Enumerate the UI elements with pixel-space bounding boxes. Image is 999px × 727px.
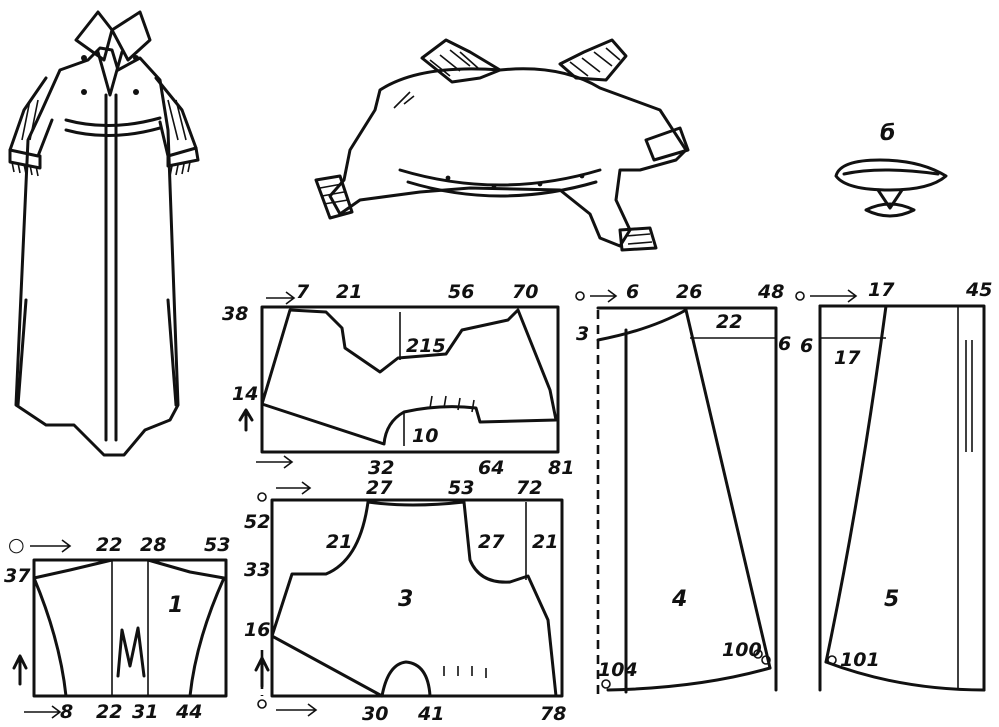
p2-top-7: 7 [296, 281, 310, 303]
p3-bottom-30: 30 [362, 703, 388, 725]
p3-inner-21a: 21 [326, 531, 352, 553]
pattern-piece-3: 27 53 72 52 33 16 21 27 21 3 30 41 78 [244, 477, 566, 725]
p1-top-28: 28 [140, 534, 166, 556]
dress-illustration [8, 10, 200, 457]
p2-bottom-32: 32 [368, 457, 394, 479]
p2-left-38: 38 [222, 303, 248, 325]
p1-top-22: 22 [96, 534, 122, 556]
p3-inner-27b: 27 [478, 531, 505, 553]
pattern-piece-4: 6 26 48 3 6 22 4 104 100 [575, 281, 791, 694]
p4-top-26: 26 [676, 281, 702, 303]
p2-inner-10: 10 [412, 425, 438, 447]
p3-bottom-78: 78 [540, 703, 566, 725]
p4-top-48: 48 [757, 281, 784, 303]
p4-top-6: 6 [626, 281, 639, 303]
brooch-detail: б [834, 121, 948, 218]
p1-bottom-8: 8 [60, 701, 73, 723]
p3-bottom-41: 41 [417, 703, 444, 725]
pattern-piece-1: 22 28 53 37 1 8 22 31 44 ○ [4, 534, 230, 723]
detail-label-b: б [880, 121, 895, 146]
p1-piece-number: 1 [168, 593, 183, 618]
p5-inner-101: 101 [840, 649, 880, 671]
p2-bottom-81: 81 [548, 457, 574, 479]
p3-top-72: 72 [516, 477, 542, 499]
pattern-piece-5: 17 45 6 17 5 101 [795, 279, 992, 692]
p2-top-56: 56 [448, 281, 474, 303]
p1-bottom-31: 31 [132, 701, 158, 723]
p2-inner-215: 215 [406, 335, 446, 357]
bolero-illustration [314, 38, 690, 252]
p2-top-21: 21 [336, 281, 362, 303]
p2-left-14: 14 [232, 383, 258, 405]
p3-left-16: 16 [244, 619, 270, 641]
p3-top-53: 53 [448, 477, 474, 499]
p1-bottom-22: 22 [96, 701, 122, 723]
p1-top-53: 53 [204, 534, 230, 556]
p1-left-37: 37 [4, 565, 31, 587]
p4-inner-22: 22 [716, 311, 742, 333]
p4-piece-number: 4 [671, 587, 687, 612]
p4-inner-104: 104 [598, 659, 638, 681]
p5-left-6: 6 [800, 335, 813, 357]
p5-top-17: 17 [868, 279, 895, 301]
p2-bottom-64: 64 [478, 457, 504, 479]
p5-piece-number: 5 [884, 587, 899, 612]
p5-inner-17: 17 [834, 347, 861, 369]
p1-origin-top: ○ [8, 534, 25, 556]
p3-left-52: 52 [244, 511, 270, 533]
p4-right-6: 6 [778, 333, 791, 355]
p4-inner-100: 100 [722, 639, 762, 661]
p1-bottom-44: 44 [175, 701, 202, 723]
p5-top-45: 45 [965, 279, 992, 301]
p3-left-33: 33 [244, 559, 270, 581]
p4-left-3: 3 [576, 323, 589, 345]
p2-top-70: 70 [512, 281, 538, 303]
p3-top-27a: 27 [366, 477, 393, 499]
p3-piece-number: 3 [398, 587, 413, 612]
p3-inner-21b: 21 [532, 531, 558, 553]
pattern-piece-2: 7 21 56 70 38 14 215 10 32 64 81 [222, 281, 574, 479]
